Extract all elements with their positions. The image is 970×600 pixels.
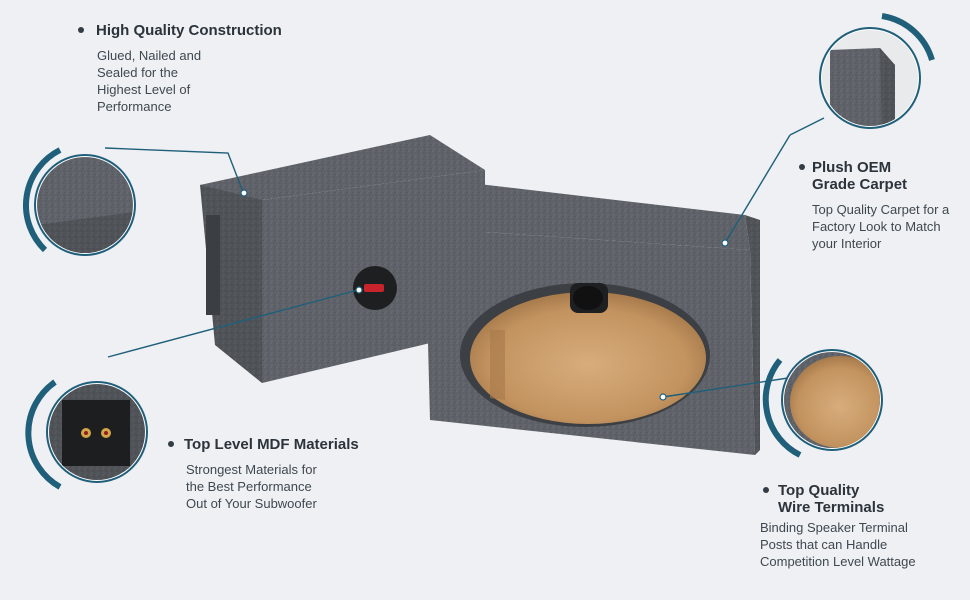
bullet-dot-icon bbox=[78, 27, 84, 33]
callout-carpet: Plush OEM Grade Carpet Top Quality Carpe… bbox=[812, 159, 970, 252]
ring-zoom-icon bbox=[762, 349, 883, 458]
callout-terminals: Top Quality Wire Terminals Binding Speak… bbox=[760, 482, 965, 570]
bullet-dot-icon bbox=[799, 164, 805, 170]
callout-anchor-dots bbox=[240, 189, 729, 401]
ring-zoom-icon bbox=[25, 379, 148, 490]
right-enclosure bbox=[425, 183, 760, 455]
callout-construction: High Quality Construction Glued, Nailed … bbox=[96, 22, 336, 115]
callout-description: Strongest Materials for the Best Perform… bbox=[186, 462, 317, 511]
callout-title: Top Level MDF Materials bbox=[184, 436, 359, 453]
callout-title: High Quality Construction bbox=[96, 22, 282, 39]
terminal-cup bbox=[353, 266, 397, 310]
callout-leader-lines bbox=[104, 117, 825, 398]
ring-zoom-icon bbox=[22, 147, 136, 256]
bullet-dot-icon bbox=[168, 441, 174, 447]
bullet-dot-icon bbox=[763, 487, 769, 493]
callout-mdf: Top Level MDF Materials Strongest Materi… bbox=[184, 436, 404, 512]
callout-title: Plush OEM Grade Carpet bbox=[812, 159, 908, 193]
callout-description: Top Quality Carpet for a Factory Look to… bbox=[812, 202, 950, 251]
callout-title: Top Quality Wire Terminals bbox=[778, 482, 885, 516]
ring-zoom-icon bbox=[819, 13, 935, 129]
callout-description: Glued, Nailed and Sealed for the Highest… bbox=[97, 48, 202, 114]
callout-description: Binding Speaker Terminal Posts that can … bbox=[760, 520, 916, 569]
